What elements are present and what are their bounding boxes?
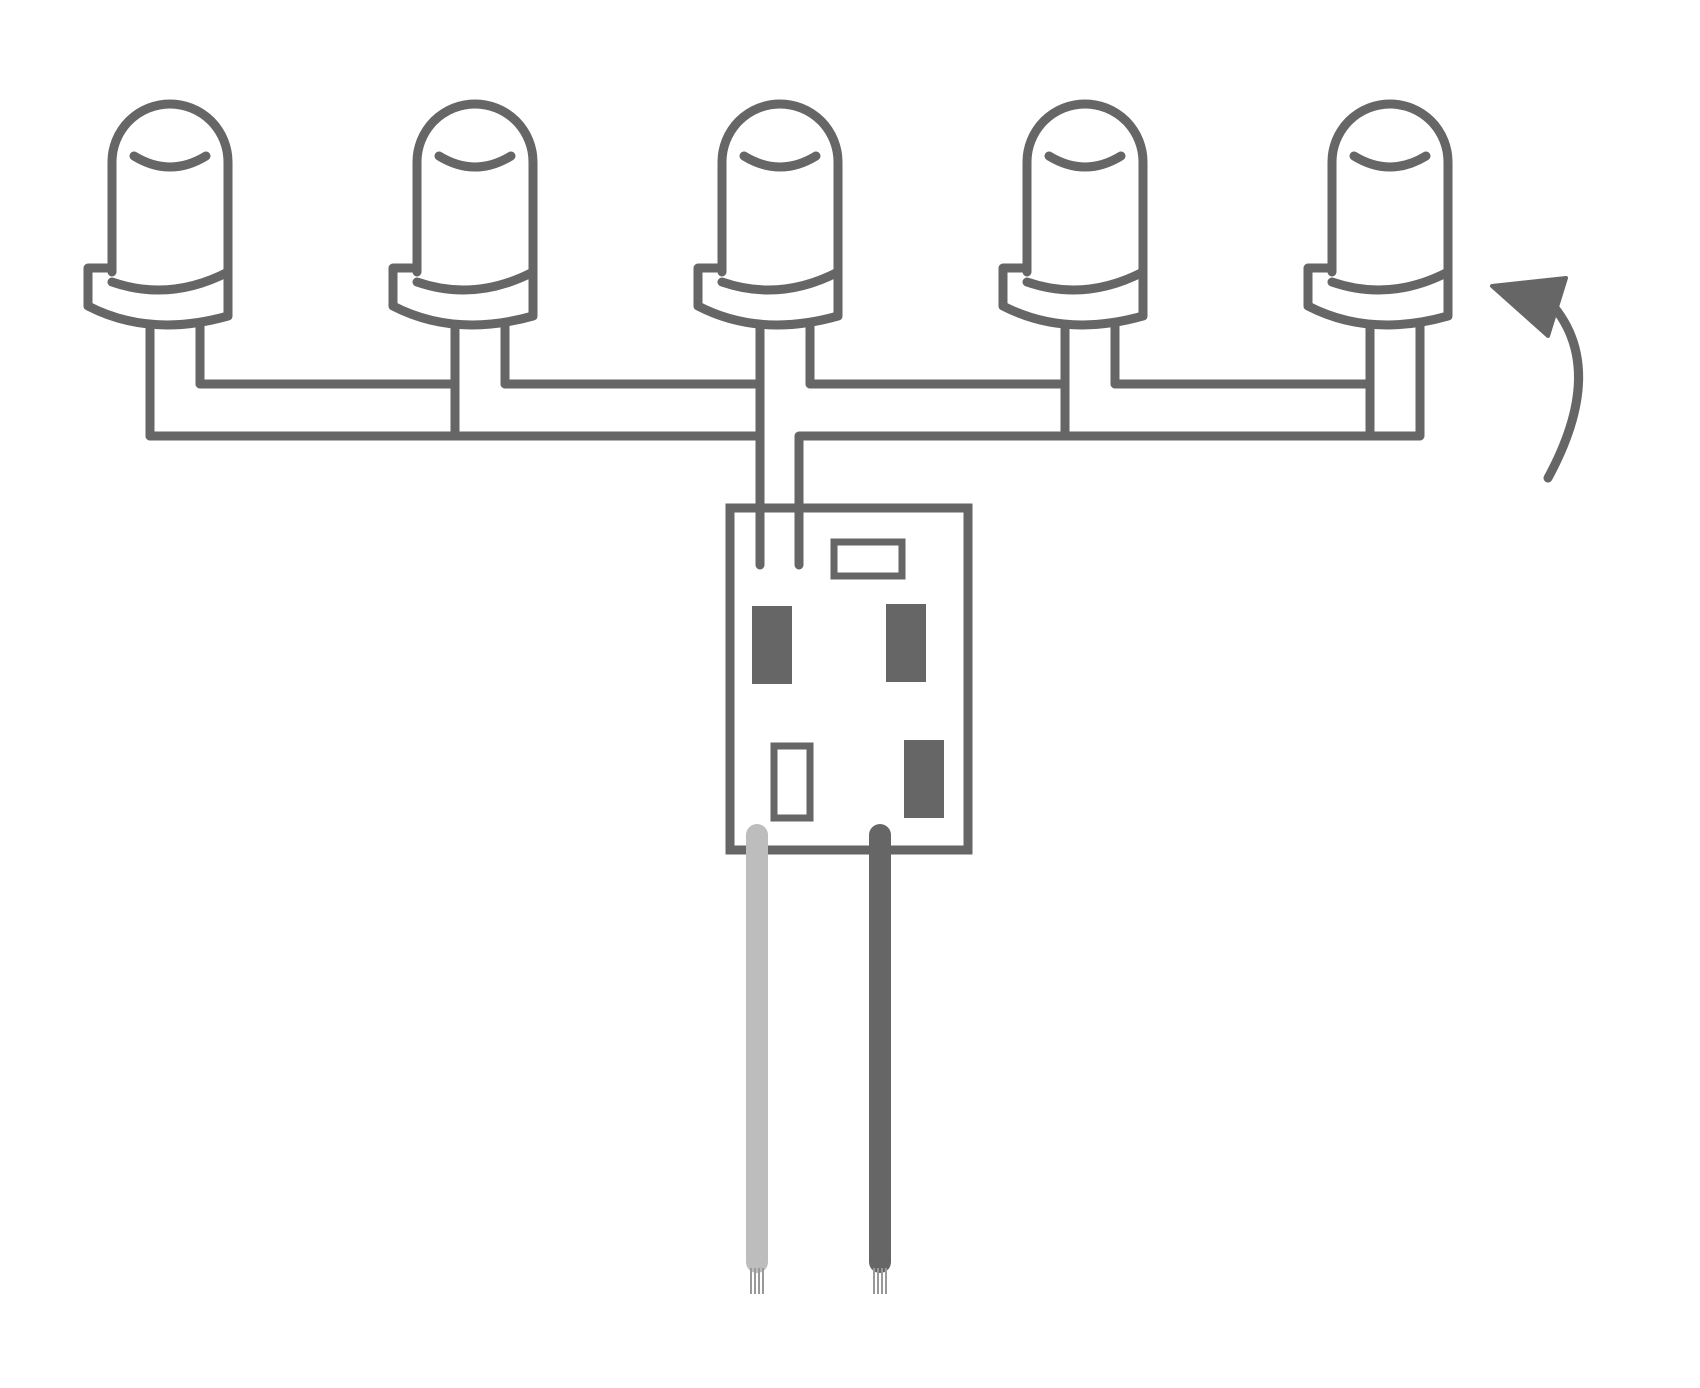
board-component-outline [770,742,814,822]
led-highlight [1044,151,1126,172]
led-dome [1022,99,1148,277]
board-pad-top-right [886,604,926,682]
dark-wire-strands [873,1268,887,1294]
board-outline [725,503,973,855]
curved-arrow-icon [1490,276,1584,483]
led-dome [412,99,538,277]
board-pad-bottom-right [904,740,944,818]
wiring-harness [145,321,1425,570]
led-highlight [1349,151,1431,172]
bus-segment-1 [195,321,460,389]
led-flange [693,263,843,330]
led-flange [998,263,1148,330]
outer-bus-left [145,321,765,570]
light-wire-strands [750,1268,764,1294]
arrow-head [1490,276,1568,338]
led-dome [717,99,843,277]
led-flange [83,263,233,330]
circuit-board [725,503,973,855]
led-highlight [129,151,211,172]
board-pad-top-left [752,606,792,684]
bus-segment-4 [1110,321,1375,389]
led-dome [107,99,233,277]
bus-segment-2 [500,321,765,389]
bus-segment-3 [805,321,1070,389]
led-highlight [434,151,516,172]
led-highlight [739,151,821,172]
led-flange [388,263,538,330]
led-dome [1327,99,1453,277]
led-flange [1303,263,1453,330]
board-chip-small [830,538,906,580]
power-cables [746,824,891,1294]
outer-bus-right [794,321,1425,570]
